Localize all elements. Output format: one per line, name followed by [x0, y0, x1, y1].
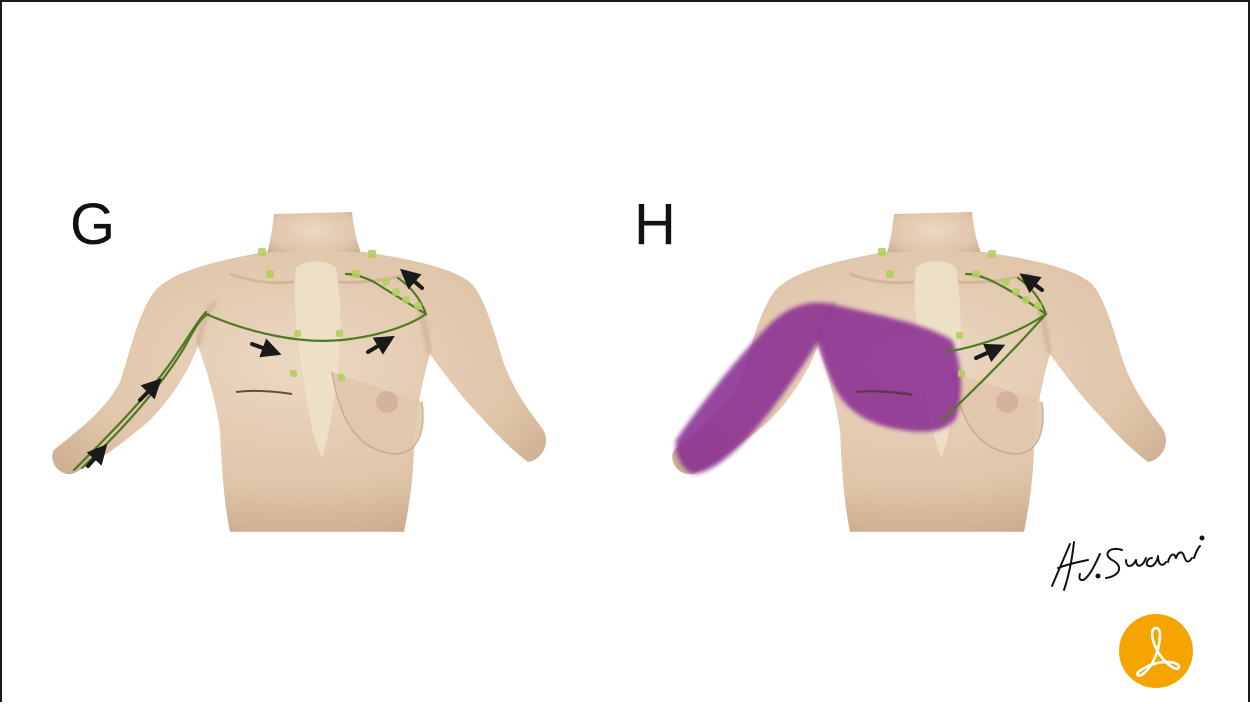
panel-label-g: G — [70, 196, 115, 254]
pdf-viewer-icon[interactable] — [1119, 614, 1193, 688]
panel-g-figure — [52, 212, 546, 542]
signature — [1052, 537, 1204, 591]
panel-label-h: H — [634, 196, 676, 254]
panel-h-figure — [672, 212, 1166, 542]
